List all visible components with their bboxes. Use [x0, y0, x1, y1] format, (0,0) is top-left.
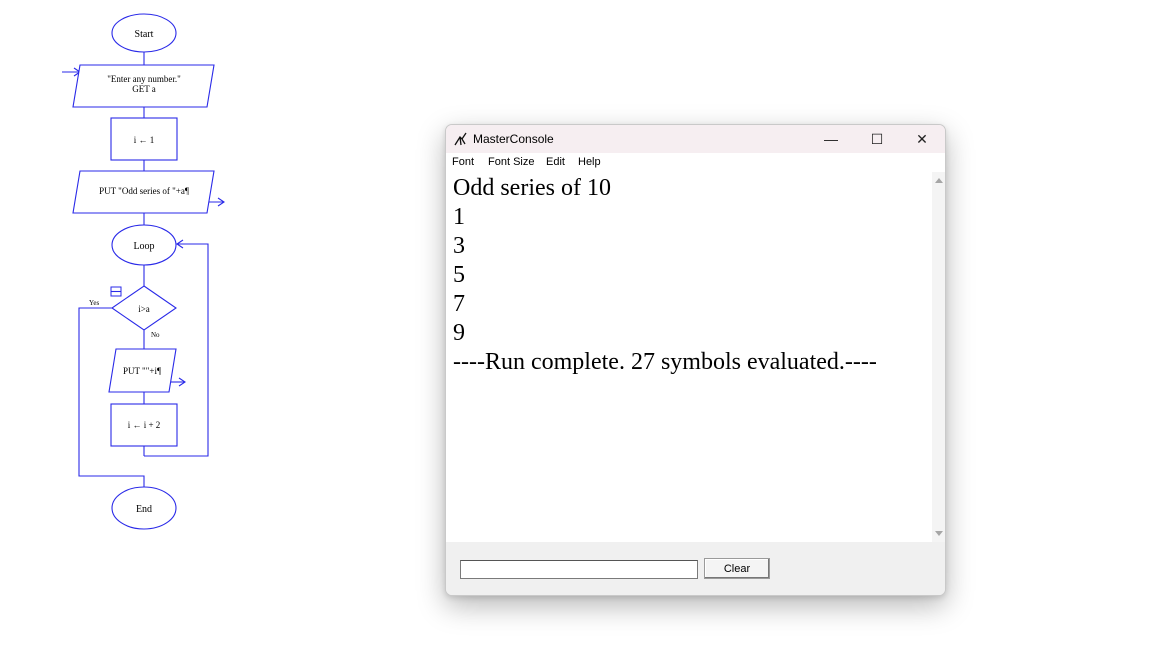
command-input[interactable]	[460, 560, 698, 579]
menu-help[interactable]: Help	[578, 156, 601, 168]
menu-edit[interactable]: Edit	[546, 156, 565, 168]
start-terminal	[111, 13, 177, 53]
decision-node	[111, 285, 177, 331]
end-terminal	[111, 486, 177, 530]
menu-font-size[interactable]: Font Size	[488, 156, 535, 168]
menu-bar: Font Font Size Edit Help	[446, 153, 945, 172]
console-output[interactable]: Odd series of 10 1 3 5 7 9 ----Run compl…	[446, 172, 932, 542]
yes-label: Yes	[89, 299, 99, 307]
output-value-text: PUT ""+i¶	[123, 366, 161, 376]
assign-init-block	[110, 117, 178, 161]
console-line: 7	[453, 291, 465, 317]
console-line: 1	[453, 204, 465, 230]
loop-node	[111, 224, 177, 266]
maximize-button[interactable]: ☐	[870, 130, 884, 147]
output-header-block	[72, 170, 215, 214]
decision-label: i>a	[138, 304, 150, 314]
bottom-panel: Clear	[446, 542, 945, 595]
output-header-text: PUT "Odd series of "+a¶	[99, 186, 189, 196]
console-line: Odd series of 10	[453, 175, 611, 201]
title-bar[interactable]: MasterConsole — ☐ ✕	[446, 125, 945, 153]
scroll-down-icon[interactable]	[935, 531, 943, 536]
master-console-window: MasterConsole — ☐ ✕ Font Font Size Edit …	[445, 124, 946, 596]
assign-inc-text: i ← i + 2	[128, 420, 161, 430]
console-line: 9	[453, 320, 465, 346]
assign-inc-block	[110, 403, 178, 447]
flowchart-diagram: Start "Enter any number." GET a i ← 1 PU…	[62, 13, 225, 530]
input-get-text: GET a	[132, 84, 156, 94]
console-line: ----Run complete. 27 symbols evaluated.-…	[453, 349, 877, 375]
assign-init-text: i ← 1	[134, 135, 155, 145]
output-value-block	[108, 348, 177, 393]
console-line: 5	[453, 262, 465, 288]
app-logo-icon	[454, 132, 467, 146]
console-line: 3	[453, 233, 465, 259]
start-label: Start	[135, 29, 154, 40]
loop-label: Loop	[133, 241, 154, 252]
clear-button[interactable]: Clear	[704, 558, 770, 579]
minimize-button[interactable]: —	[824, 131, 838, 147]
vertical-scrollbar[interactable]	[932, 172, 945, 542]
menu-font[interactable]: Font	[452, 156, 475, 168]
scroll-up-icon[interactable]	[935, 178, 943, 183]
input-prompt-text: "Enter any number."	[107, 74, 181, 84]
input-block	[72, 64, 215, 108]
end-label: End	[136, 504, 152, 515]
close-button[interactable]: ✕	[916, 130, 928, 147]
no-label: No	[151, 331, 160, 339]
window-title: MasterConsole	[473, 132, 554, 146]
